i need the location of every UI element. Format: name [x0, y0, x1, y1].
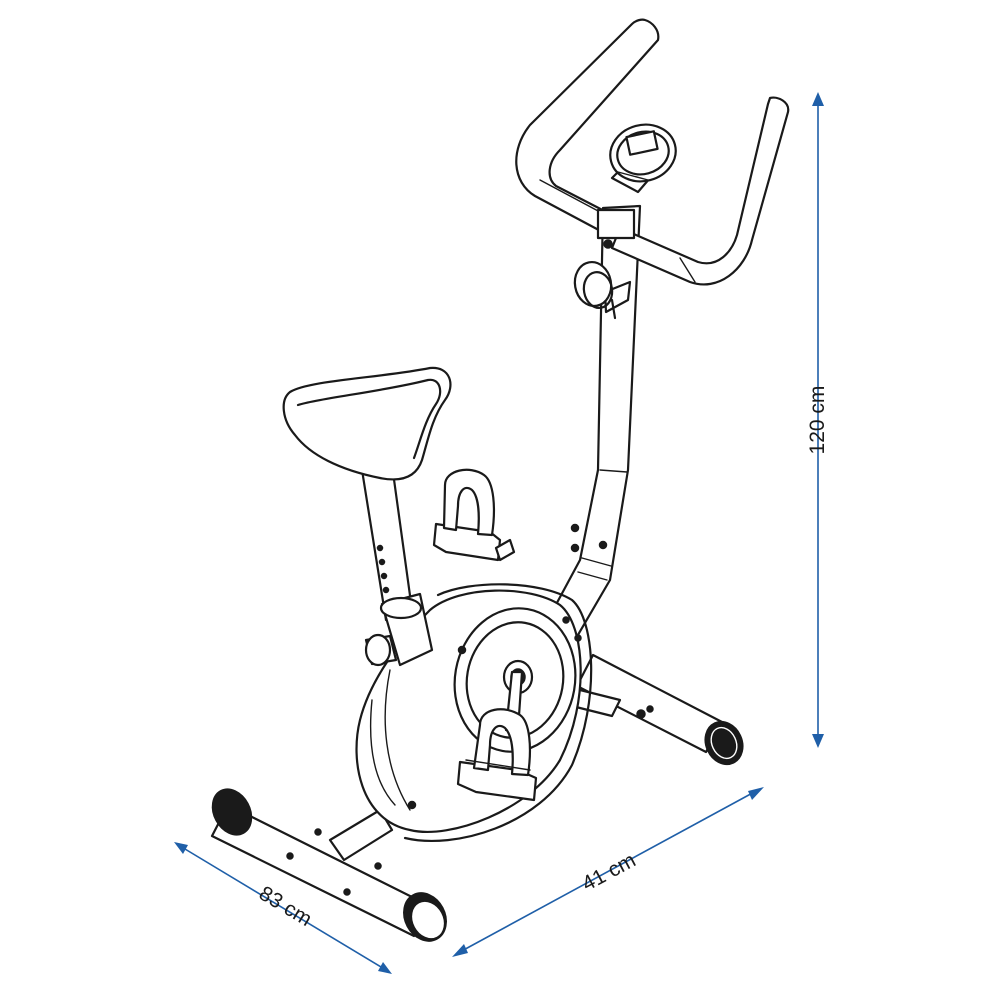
height-arrow-top [812, 92, 824, 106]
height-dimension: 120 cm [806, 92, 829, 748]
tension-knob [573, 261, 632, 320]
width-arrow-right [748, 787, 764, 800]
width-dimension-line [457, 789, 759, 954]
length-arrow-left [174, 842, 188, 854]
width-label: 41 cm [578, 849, 639, 896]
rear-pedal [432, 468, 516, 562]
height-label: 120 cm [806, 386, 829, 455]
rear-stabilizer [566, 653, 744, 766]
width-arrow-left [452, 944, 468, 957]
console-display [609, 123, 677, 194]
length-arrow-right [378, 962, 392, 974]
front-pedal [456, 708, 538, 802]
handlebars [515, 18, 790, 286]
length-dimension-line [179, 845, 387, 971]
length-label: 83 cm [255, 882, 316, 931]
seat [282, 366, 452, 481]
front-stabilizer [210, 788, 447, 942]
height-arrow-bottom [812, 734, 824, 748]
seat-post [360, 463, 434, 667]
